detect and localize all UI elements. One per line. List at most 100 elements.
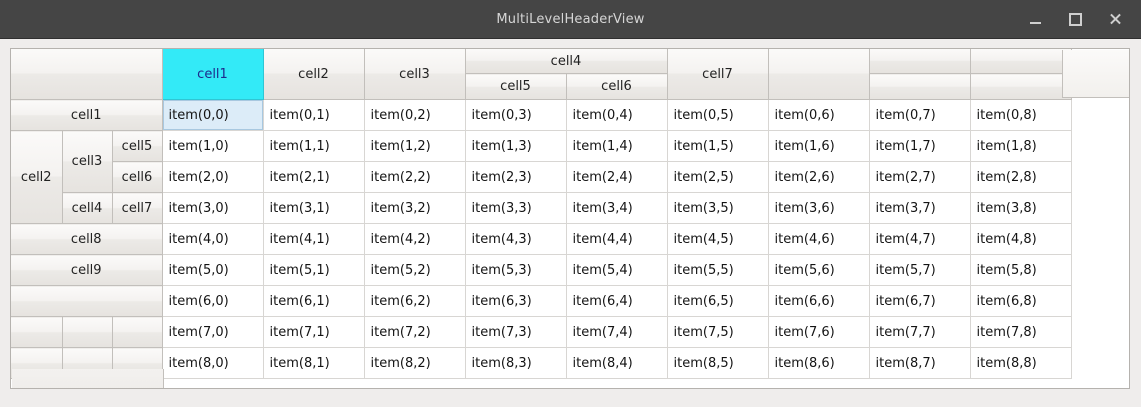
table-cell[interactable]: item(1,4) xyxy=(566,130,668,162)
row-header-cell-cell1[interactable]: cell1 xyxy=(11,99,163,131)
table-cell[interactable]: item(3,6) xyxy=(768,192,870,224)
table-cell[interactable]: item(1,7) xyxy=(869,130,971,162)
table-cell[interactable]: item(3,2) xyxy=(364,192,466,224)
column-header-subcell-empty-2[interactable] xyxy=(869,73,971,100)
table-cell[interactable]: item(4,7) xyxy=(869,223,971,255)
row-header-cell-cell6[interactable]: cell6 xyxy=(112,161,163,193)
close-button[interactable] xyxy=(1095,0,1135,38)
table-cell[interactable]: item(3,4) xyxy=(566,192,668,224)
table-cell[interactable]: item(2,1) xyxy=(263,161,365,193)
table-cell[interactable]: item(6,5) xyxy=(667,285,769,317)
table-cell[interactable]: item(2,2) xyxy=(364,161,466,193)
table-cell[interactable]: item(0,7) xyxy=(869,99,971,131)
row-header-cell-cell2[interactable]: cell2 xyxy=(11,130,63,224)
table-cell[interactable]: item(5,1) xyxy=(263,254,365,286)
table-cell[interactable]: item(8,2) xyxy=(364,347,466,379)
table-cell[interactable]: item(7,6) xyxy=(768,316,870,348)
table-cell[interactable]: item(0,4) xyxy=(566,99,668,131)
table-cell[interactable]: item(1,8) xyxy=(970,130,1072,162)
column-header-cell-empty-7[interactable] xyxy=(970,49,1072,75)
row-header-cell-cell9[interactable]: cell9 xyxy=(11,254,163,286)
table-cell[interactable]: item(5,3) xyxy=(465,254,567,286)
column-header-cell-cell4[interactable]: cell4 xyxy=(465,49,668,75)
column-header-cell-cell3[interactable]: cell3 xyxy=(364,49,466,100)
table-cell[interactable]: item(2,5) xyxy=(667,161,769,193)
table-cell[interactable]: item(4,3) xyxy=(465,223,567,255)
table-cell[interactable]: item(6,2) xyxy=(364,285,466,317)
table-cell[interactable]: item(2,3) xyxy=(465,161,567,193)
table-cell[interactable]: item(0,1) xyxy=(263,99,365,131)
table-cell[interactable]: item(4,0) xyxy=(162,223,264,255)
table-cell[interactable]: item(3,0) xyxy=(162,192,264,224)
column-header-cell-cell7[interactable]: cell7 xyxy=(667,49,769,100)
row-header-cell-cell8[interactable]: cell8 xyxy=(11,223,163,255)
table-cell[interactable]: item(7,4) xyxy=(566,316,668,348)
table-cell[interactable]: item(5,5) xyxy=(667,254,769,286)
table-cell[interactable]: item(0,5) xyxy=(667,99,769,131)
minimize-button[interactable] xyxy=(1015,0,1055,38)
table-cell[interactable]: item(1,2) xyxy=(364,130,466,162)
table-cell[interactable]: item(1,0) xyxy=(162,130,264,162)
table-cell[interactable]: item(5,7) xyxy=(869,254,971,286)
table-cell[interactable]: item(3,3) xyxy=(465,192,567,224)
table-cell[interactable]: item(6,0) xyxy=(162,285,264,317)
table-cell[interactable]: item(8,1) xyxy=(263,347,365,379)
table-cell[interactable]: item(5,0) xyxy=(162,254,264,286)
table-cell[interactable]: item(3,8) xyxy=(970,192,1072,224)
table-cell[interactable]: item(4,6) xyxy=(768,223,870,255)
table-cell[interactable]: item(0,3) xyxy=(465,99,567,131)
row-header-cell-cell5[interactable]: cell5 xyxy=(112,130,163,162)
table-cell[interactable]: item(6,1) xyxy=(263,285,365,317)
table-cell[interactable]: item(5,8) xyxy=(970,254,1072,286)
table-cell[interactable]: item(2,0) xyxy=(162,161,264,193)
column-header-cell-empty-5[interactable] xyxy=(768,49,870,100)
table-cell[interactable]: item(5,2) xyxy=(364,254,466,286)
table-cell[interactable]: item(8,8) xyxy=(970,347,1072,379)
table-cell[interactable]: item(0,2) xyxy=(364,99,466,131)
table-cell[interactable]: item(2,8) xyxy=(970,161,1072,193)
table-cell[interactable]: item(8,4) xyxy=(566,347,668,379)
table-cell[interactable]: item(6,4) xyxy=(566,285,668,317)
table-cell[interactable]: item(1,1) xyxy=(263,130,365,162)
table-cell[interactable]: item(8,5) xyxy=(667,347,769,379)
table-cell[interactable]: item(1,6) xyxy=(768,130,870,162)
table-cell[interactable]: item(2,7) xyxy=(869,161,971,193)
grid-corner-cell[interactable] xyxy=(11,49,163,100)
row-header-cell-empty-7-2[interactable] xyxy=(112,316,163,348)
table-cell[interactable]: item(7,3) xyxy=(465,316,567,348)
table-cell[interactable]: item(7,7) xyxy=(869,316,971,348)
column-header-cell-cell2[interactable]: cell2 xyxy=(263,49,365,100)
table-cell[interactable]: item(3,7) xyxy=(869,192,971,224)
table-cell[interactable]: item(4,8) xyxy=(970,223,1072,255)
table-cell[interactable]: item(1,3) xyxy=(465,130,567,162)
column-header-subcell-cell6[interactable]: cell6 xyxy=(566,73,668,100)
table-cell[interactable]: item(6,8) xyxy=(970,285,1072,317)
table-cell[interactable]: item(3,1) xyxy=(263,192,365,224)
table-cell[interactable]: item(7,5) xyxy=(667,316,769,348)
table-cell[interactable]: item(0,0) xyxy=(162,99,264,131)
column-header-subcell-cell5[interactable]: cell5 xyxy=(465,73,567,100)
table-cell[interactable]: item(6,3) xyxy=(465,285,567,317)
table-cell[interactable]: item(7,2) xyxy=(364,316,466,348)
table-cell[interactable]: item(8,6) xyxy=(768,347,870,379)
table-cell[interactable]: item(4,5) xyxy=(667,223,769,255)
table-cell[interactable]: item(4,4) xyxy=(566,223,668,255)
table-cell[interactable]: item(7,0) xyxy=(162,316,264,348)
table-cell[interactable]: item(3,5) xyxy=(667,192,769,224)
table-cell[interactable]: item(2,6) xyxy=(768,161,870,193)
column-header-cell-cell1[interactable]: cell1 xyxy=(162,49,264,100)
column-header-subcell-empty-3[interactable] xyxy=(970,73,1072,100)
table-cell[interactable]: item(1,5) xyxy=(667,130,769,162)
table-cell[interactable]: item(0,8) xyxy=(970,99,1072,131)
table-cell[interactable]: item(7,8) xyxy=(970,316,1072,348)
row-header-cell-empty-7-1[interactable] xyxy=(62,316,113,348)
table-cell[interactable]: item(0,6) xyxy=(768,99,870,131)
table-cell[interactable]: item(8,7) xyxy=(869,347,971,379)
row-header-cell-cell7[interactable]: cell7 xyxy=(112,192,163,224)
row-header-cell-empty-7-0[interactable] xyxy=(11,316,63,348)
row-header-cell-empty-6-0[interactable] xyxy=(11,285,163,317)
table-cell[interactable]: item(8,3) xyxy=(465,347,567,379)
table-cell[interactable]: item(6,6) xyxy=(768,285,870,317)
row-header-cell-cell4[interactable]: cell4 xyxy=(62,192,113,224)
table-cell[interactable]: item(5,4) xyxy=(566,254,668,286)
